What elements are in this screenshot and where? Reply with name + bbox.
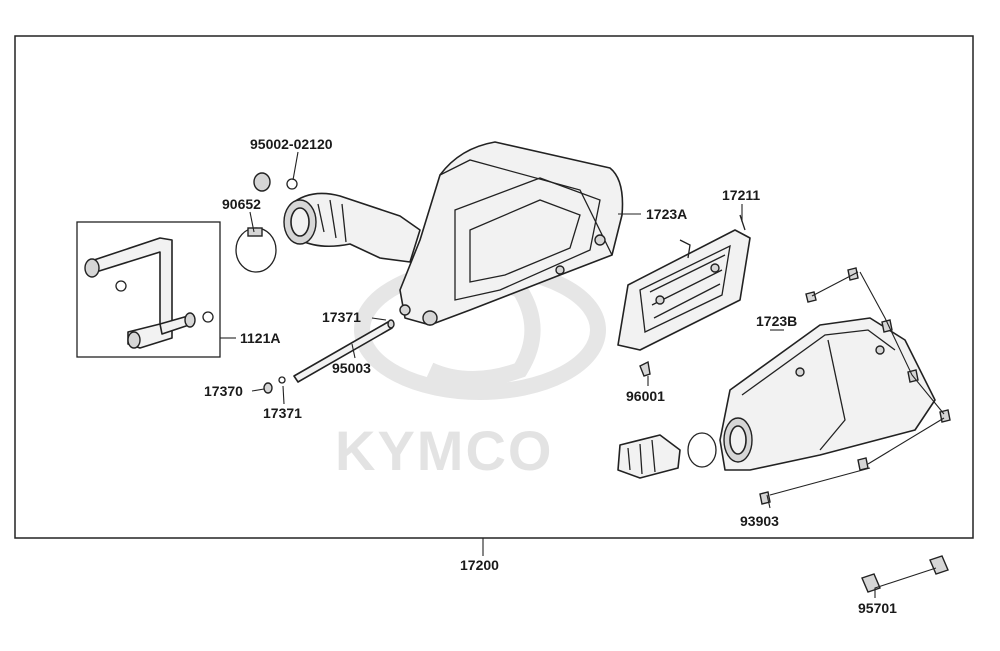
- label-17200: 17200: [460, 557, 499, 573]
- leader-lines: [220, 151, 945, 598]
- label-1723b: 1723B: [756, 313, 797, 329]
- label-17371-bottom: 17371: [263, 405, 302, 421]
- screws: [639, 267, 951, 593]
- label-17211: 17211: [722, 187, 760, 203]
- filter-element-17211: [617, 214, 751, 351]
- label-17370: 17370: [204, 383, 243, 399]
- air-cleaner-case-1723a: [399, 141, 624, 326]
- air-cleaner-cover-1723b: [719, 317, 936, 471]
- label-95701: 95701: [858, 600, 897, 616]
- label-1121a: 1121A: [240, 330, 280, 346]
- label-95003: 95003: [332, 360, 371, 376]
- cap-95002: [253, 172, 298, 192]
- label-95002-02120: 95002-02120: [250, 136, 333, 152]
- watermark-text: KYMCO: [335, 419, 553, 482]
- label-93903: 93903: [740, 513, 779, 529]
- intake-duct: [283, 192, 421, 263]
- part-labels: 95002-02120 90652 1723A 17211 1723B 1121…: [204, 136, 897, 616]
- drain-pipe-95003: [263, 319, 395, 394]
- label-1723a: 1723A: [646, 206, 687, 222]
- hose-clamp-90652: [235, 227, 277, 273]
- label-17371-top: 17371: [322, 309, 361, 325]
- label-90652: 90652: [222, 196, 261, 212]
- assembly-frame: [14, 35, 974, 539]
- label-96001: 96001: [626, 388, 665, 404]
- breather-tube-1121a: [84, 237, 214, 349]
- inlet-duct: [617, 432, 717, 479]
